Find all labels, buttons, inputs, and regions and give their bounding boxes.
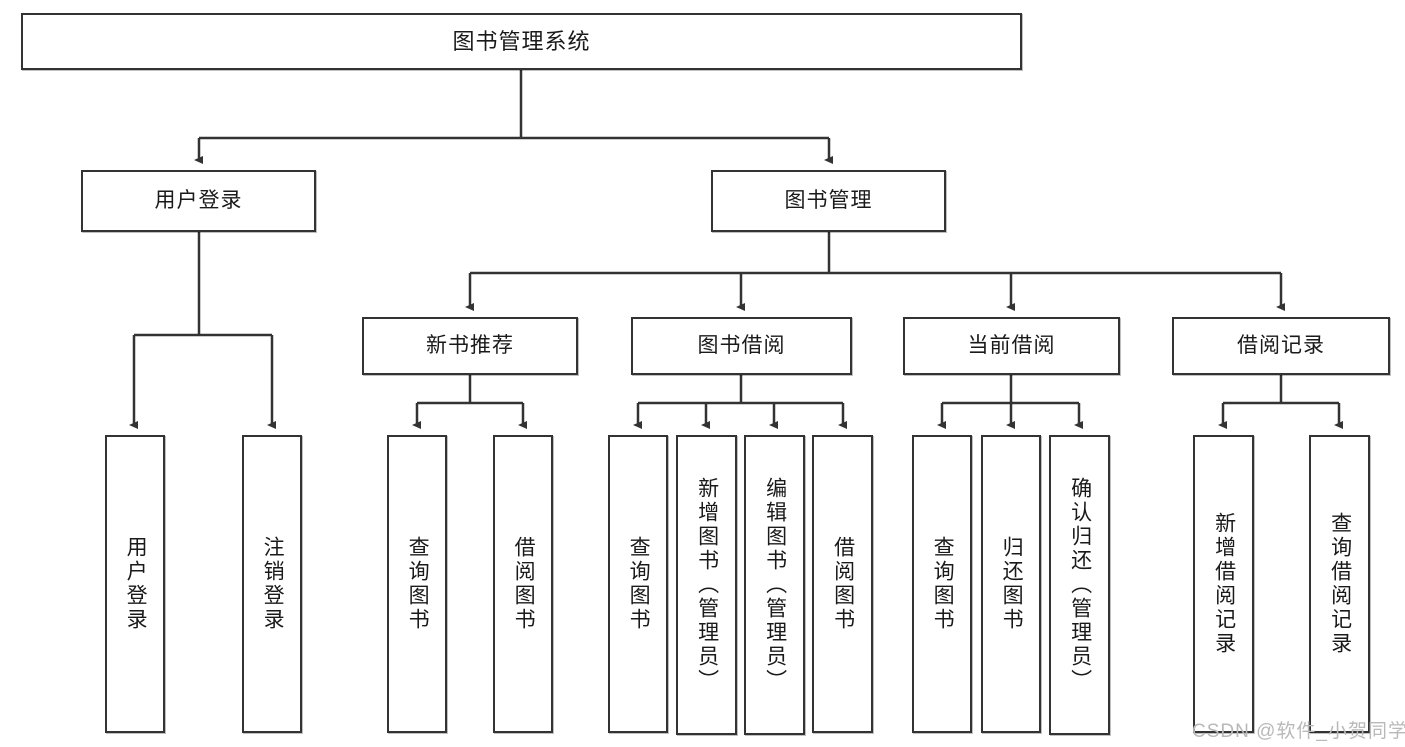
node-label: 新书推荐 <box>426 333 514 357</box>
node-label: 借阅记录 <box>1237 333 1325 357</box>
node-label: 查询借阅记录 <box>1328 512 1352 656</box>
node-label: 查询图书 <box>406 536 430 632</box>
node-user-login[interactable]: 用户登录 <box>81 170 316 232</box>
node-label: 图书借阅 <box>697 333 786 357</box>
leaf-borrow-book[interactable]: 借阅图书 <box>812 435 873 733</box>
node-label: 确认归还（管理员） <box>1068 477 1092 693</box>
leaf-query-book-borrow[interactable]: 查询图书 <box>608 435 668 733</box>
node-label: 当前借阅 <box>967 333 1056 357</box>
node-book-management[interactable]: 图书管理 <box>711 170 946 232</box>
leaf-query-borrow-record[interactable]: 查询借阅记录 <box>1309 435 1370 733</box>
node-current-borrow[interactable]: 当前借阅 <box>903 317 1120 375</box>
csdn-watermark: CSDN @软件_小贺同学 <box>1192 721 1405 742</box>
leaf-logout[interactable]: 注销登录 <box>242 435 302 733</box>
node-book-borrow[interactable]: 图书借阅 <box>631 317 852 375</box>
leaf-confirm-return-admin[interactable]: 确认归还（管理员） <box>1049 435 1110 735</box>
leaf-add-borrow-record[interactable]: 新增借阅记录 <box>1193 435 1254 733</box>
node-label: 用户登录 <box>124 536 148 632</box>
node-label: 图书管理系统 <box>452 28 591 54</box>
leaf-borrow-book-recommend[interactable]: 借阅图书 <box>493 435 553 733</box>
node-label: 查询图书 <box>931 536 955 632</box>
node-label: 新增图书（管理员） <box>695 477 719 693</box>
node-root[interactable]: 图书管理系统 <box>21 13 1022 70</box>
leaf-query-book-recommend[interactable]: 查询图书 <box>387 435 447 733</box>
leaf-add-book-admin[interactable]: 新增图书（管理员） <box>676 435 737 735</box>
node-label: 编辑图书（管理员） <box>763 477 787 693</box>
leaf-user-login[interactable]: 用户登录 <box>105 435 165 733</box>
node-borrow-record[interactable]: 借阅记录 <box>1172 317 1390 375</box>
node-new-book-recommend[interactable]: 新书推荐 <box>362 317 578 375</box>
node-label: 借阅图书 <box>512 536 536 632</box>
node-label: 用户登录 <box>154 188 243 212</box>
leaf-query-book-current[interactable]: 查询图书 <box>912 435 972 733</box>
node-label: 注销登录 <box>261 536 285 632</box>
node-label: 图书管理 <box>784 188 873 212</box>
node-label: 新增借阅记录 <box>1212 512 1236 656</box>
leaf-return-book[interactable]: 归还图书 <box>981 435 1041 733</box>
node-label: 查询图书 <box>627 536 651 632</box>
node-label: 借阅图书 <box>831 536 855 632</box>
node-label: 归还图书 <box>1000 536 1024 632</box>
leaf-edit-book-admin[interactable]: 编辑图书（管理员） <box>744 435 805 735</box>
